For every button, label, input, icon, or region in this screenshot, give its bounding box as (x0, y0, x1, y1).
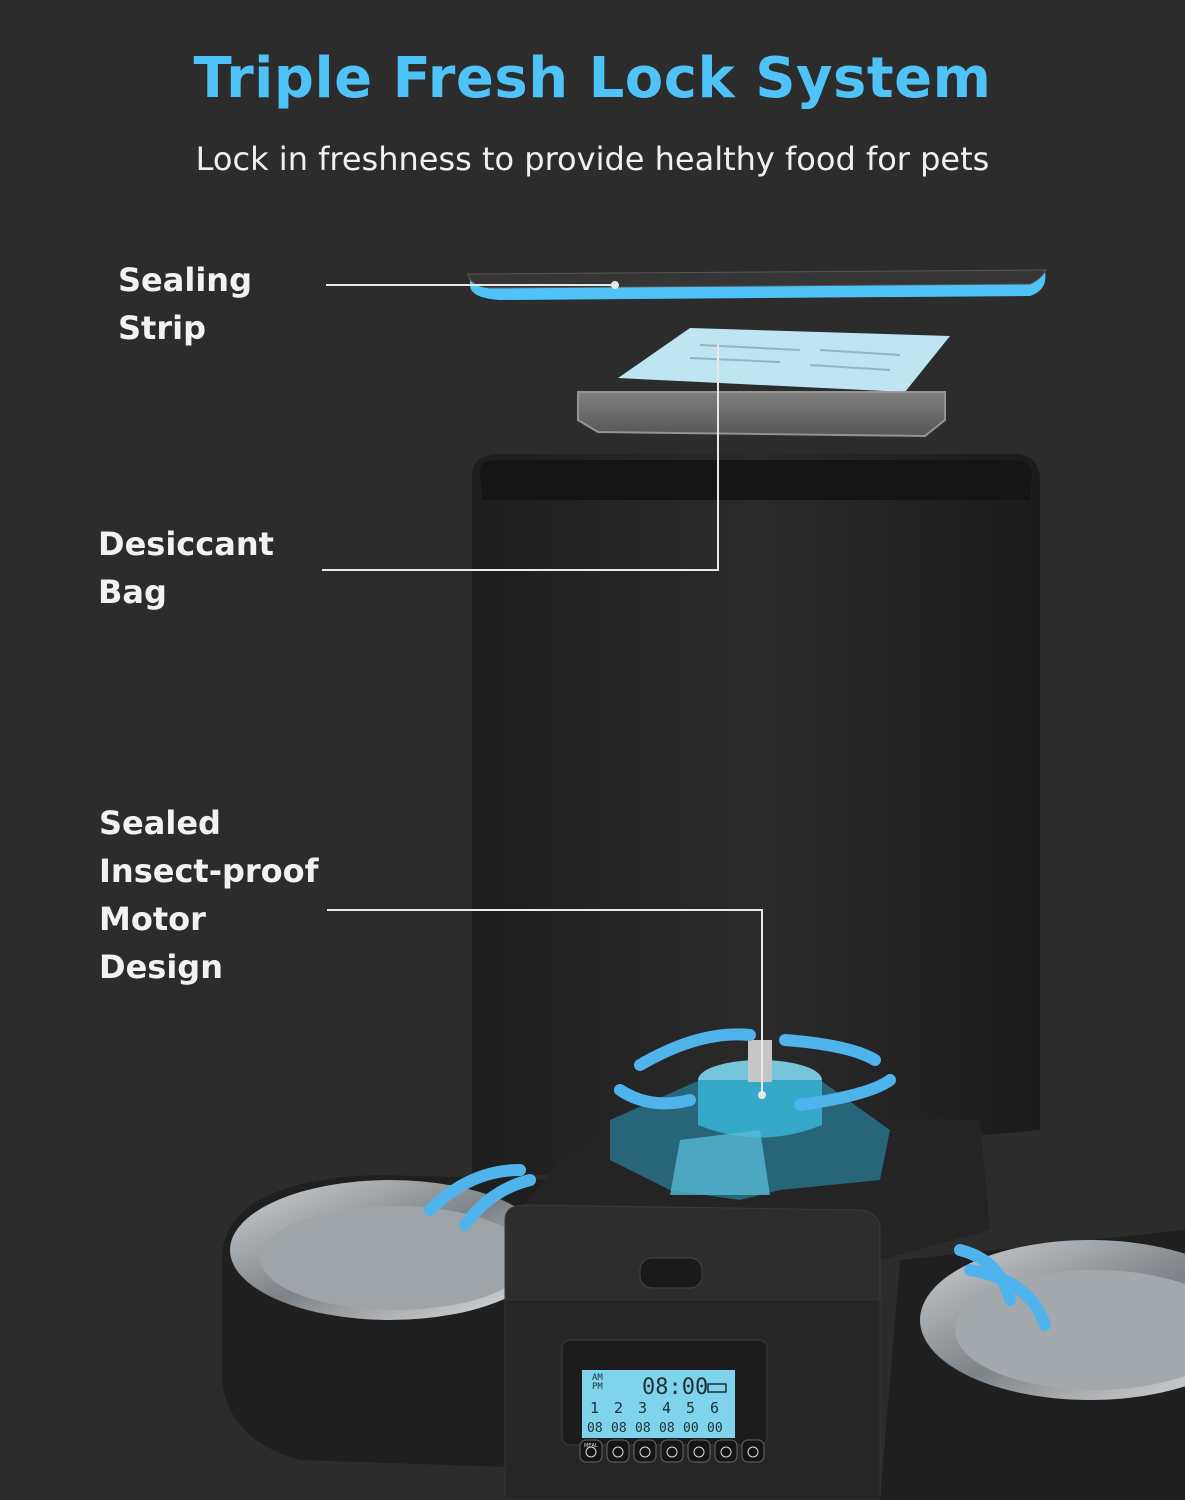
hand-touch-icon (639, 1446, 651, 1458)
motor-agitator (610, 1040, 890, 1200)
lcd-meal-portion: 08 (659, 1421, 675, 1436)
callout-line: Insect-proof (99, 852, 319, 890)
callout-line: Sealing (118, 261, 252, 299)
page-subtitle: Lock in freshness to provide healthy foo… (195, 140, 990, 178)
lcd-meal-number: 2 (614, 1399, 623, 1417)
food-tank (471, 454, 1040, 1180)
desiccant-bag (618, 328, 950, 392)
callout-line: Desiccant (98, 525, 274, 563)
callout-line: Design (99, 948, 223, 986)
clock-24h-button[interactable] (687, 1439, 711, 1463)
battery-icon (707, 1383, 727, 1393)
right-bowl (880, 1230, 1185, 1500)
lcd-meal-number: 3 (638, 1399, 647, 1417)
bowl-button[interactable] (606, 1439, 630, 1463)
lcd-panel: AM PM 08:00 1 08 2 08 3 08 4 08 5 00 6 00 (561, 1339, 768, 1446)
callout-line: Strip (118, 309, 206, 347)
meal-button-label: MEAL (584, 1443, 598, 1449)
clock-button[interactable] (714, 1439, 738, 1463)
meal-power-icon (585, 1446, 597, 1458)
callout-line: Bag (98, 573, 167, 611)
callout-lines (322, 281, 766, 1099)
meal-power-button[interactable] (579, 1439, 603, 1463)
desiccant-tray (577, 391, 946, 438)
lcd-meal-number: 4 (662, 1399, 671, 1417)
clock-icon (720, 1446, 732, 1458)
lcd-am: AM (592, 1373, 603, 1383)
control-buttons: MEAL (579, 1439, 765, 1463)
callout-motor: Sealed Insect-proof Motor Design (99, 799, 319, 991)
rotation-arrows (424, 1028, 1051, 1331)
lcd-meal-portion: 08 (635, 1421, 651, 1436)
lcd-meal-portion: 08 (611, 1421, 627, 1436)
callout-sealing-strip: Sealing Strip (118, 256, 252, 352)
desiccant-bag-print (689, 344, 901, 371)
callout-line: Motor (99, 900, 206, 938)
lcd-meal-portion: 00 (683, 1421, 699, 1436)
clock-12h-button[interactable] (660, 1439, 684, 1463)
lcd-meal-number: 5 (686, 1399, 695, 1417)
lcd-meal-portion: 08 (587, 1421, 603, 1436)
hand-touch-button[interactable] (633, 1439, 657, 1463)
callout-line: Sealed (99, 804, 221, 842)
desiccant-bag-leader (322, 345, 719, 571)
clock-12h-icon (666, 1446, 678, 1458)
microphone-button[interactable] (741, 1439, 765, 1463)
bowl-icon (612, 1446, 624, 1458)
lcd-meal-portion: 00 (707, 1421, 723, 1436)
callout-desiccant-bag: Desiccant Bag (98, 520, 274, 616)
page-title: Triple Fresh Lock System (193, 46, 992, 111)
motor-leader (327, 909, 763, 1095)
microphone-icon (747, 1446, 759, 1458)
lcd-pm: PM (592, 1382, 603, 1392)
clock-24h-icon (693, 1446, 705, 1458)
lcd-meal-number: 1 (590, 1399, 599, 1417)
lid (467, 269, 1047, 300)
lcd-time: 08:00 (642, 1375, 708, 1400)
lcd-meal-number: 6 (710, 1399, 719, 1417)
